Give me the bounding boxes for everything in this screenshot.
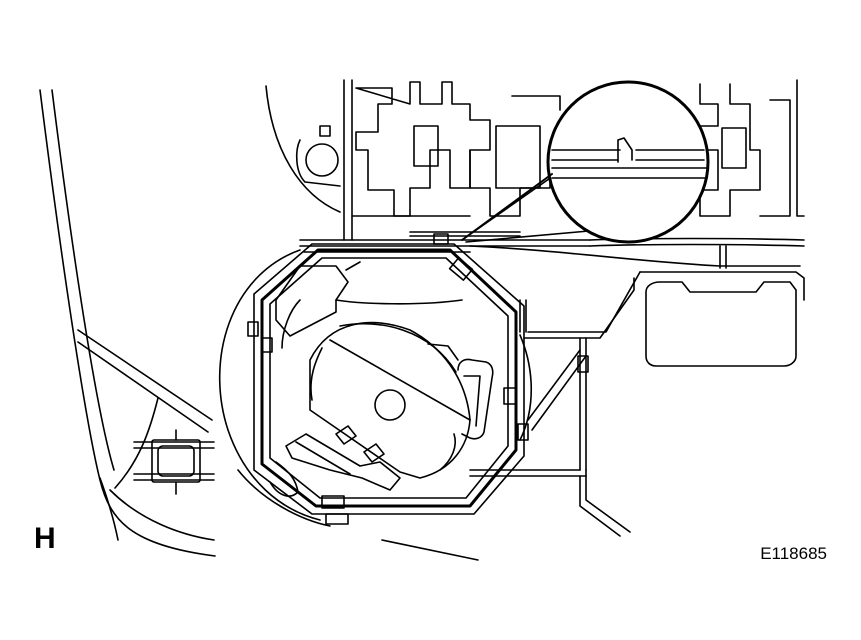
top-bracket bbox=[265, 79, 353, 241]
left-panel bbox=[39, 89, 216, 557]
lower-curves bbox=[99, 469, 331, 541]
figure-code: E118685 bbox=[760, 544, 827, 563]
rails bbox=[299, 231, 805, 269]
detail-callout bbox=[461, 80, 710, 244]
clip-bracket bbox=[133, 429, 215, 495]
right-chamber bbox=[469, 271, 805, 537]
inner-components bbox=[269, 261, 494, 497]
view-letter: H bbox=[34, 522, 56, 555]
octagon-housing bbox=[247, 233, 529, 525]
top-frame bbox=[351, 79, 805, 217]
